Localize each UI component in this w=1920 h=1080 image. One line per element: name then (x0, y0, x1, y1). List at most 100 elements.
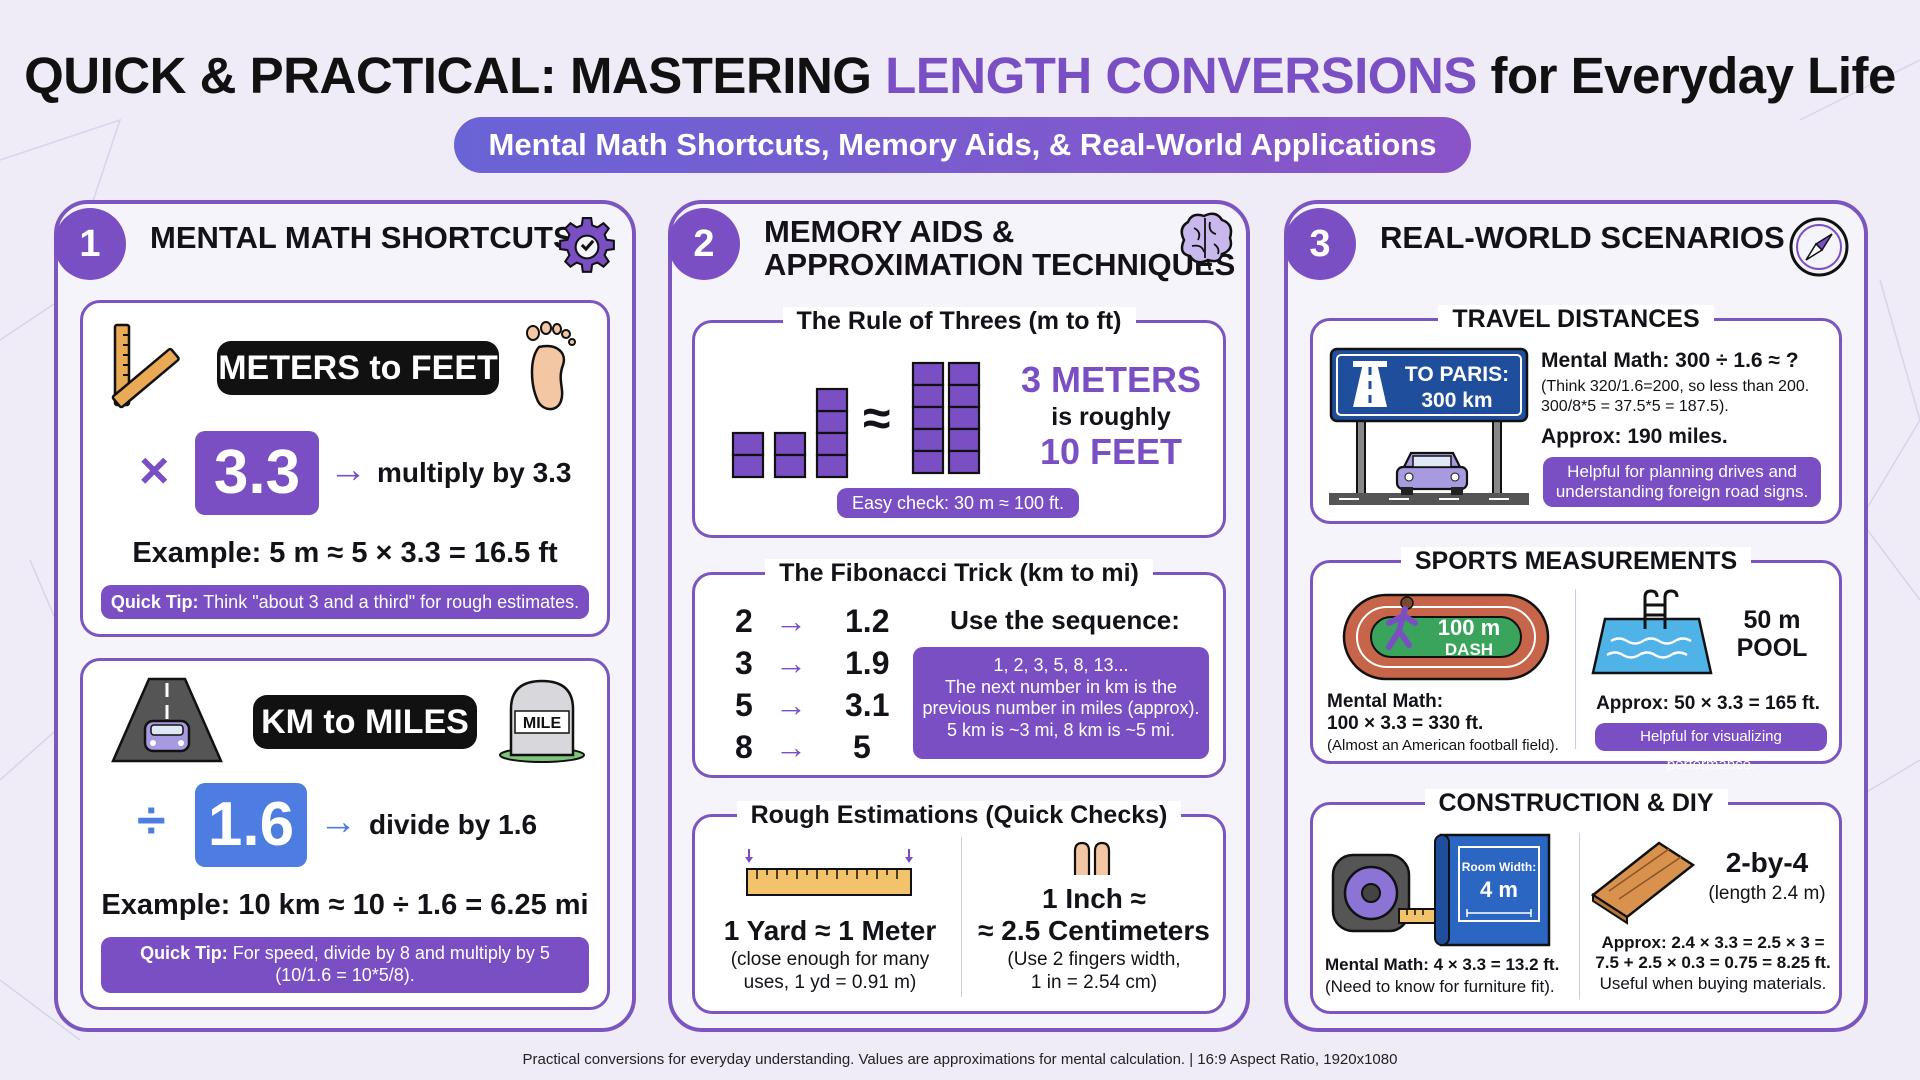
track-line-1: 100 m (1438, 615, 1500, 640)
travel-math-sub: (Think 320/1.6=200, so less than 200.300… (1541, 378, 1810, 415)
travel-math-title: Mental Math: 300 ÷ 1.6 ≈ ? (1541, 349, 1799, 372)
section-title: MEMORY AIDS &APPROXIMATION TECHNIQUES (764, 214, 1236, 282)
example-text: Example: 5 m ≈ 5 × 3.3 = 16.5 ft (132, 537, 558, 569)
card-heading: The Rule of Threes (m to ft) (782, 307, 1136, 335)
inch-title: 1 Inch ≈≈ 2.5 Centimeters (978, 883, 1210, 947)
fib-row: 3→1.9 (735, 645, 890, 681)
pool-help: Helpful for visualizing performance. (1595, 723, 1827, 773)
travel-approx: Approx: 190 miles. (1541, 425, 1728, 448)
cubes-10-icon (911, 361, 981, 475)
quick-tip: Quick Tip: For speed, divide by 8 and mu… (101, 937, 589, 993)
construction-math: Mental Math: 4 × 3.3 = 13.2 ft. (1325, 955, 1560, 974)
divide-operator: ÷ (137, 792, 166, 850)
section-number: 3 (1284, 208, 1356, 280)
two-fingers-icon (1073, 841, 1111, 875)
card-construction: CONSTRUCTION & DIY Room Width: 4 m Menta… (1310, 789, 1842, 1014)
conversion-label: METERS to FEET (217, 341, 499, 395)
milestone-icon: MILE (499, 679, 585, 763)
card-sports: SPORTS MEASUREMENTS 100 m DASH Mental Ma… (1310, 547, 1842, 773)
mile-sign-text: MILE (523, 715, 562, 732)
highway-sign-icon: TO PARIS: 300 km (1329, 347, 1529, 505)
section-number: 1 (54, 208, 126, 280)
big-statement-1: 3 METERS (1020, 359, 1202, 400)
yard-title: 1 Yard ≈ 1 Meter (723, 915, 937, 946)
brain-icon (1180, 212, 1233, 271)
lumber-sub: (length 2.4 m) (1708, 883, 1826, 904)
use-sequence-label: Use the sequence: (950, 605, 1180, 635)
easy-check: Easy check: 30 m ≈ 100 ft. (837, 488, 1079, 518)
foot-icon (526, 321, 576, 411)
section-title: REAL-WORLD SCENARIOS (1380, 220, 1785, 255)
panel-mental-math: 1 MENTAL MATH SHORTCUTS METERS to FEET ×… (54, 200, 636, 1032)
card-rule-of-threes: The Rule of Threes (m to ft) ≈ 3 METERS … (692, 307, 1226, 538)
card-km-to-miles: KM to MILES MILE ÷ 1.6 → divide by 1.6 E… (80, 658, 610, 1010)
fib-table: 2→1.2 3→1.9 5→3.1 8→5 (735, 603, 895, 771)
card-meters-to-feet: METERS to FEET × 3.3 → multiply by 3.3 E… (80, 300, 610, 637)
tape-measure-icon (1331, 853, 1436, 933)
cubes-3-icon (731, 387, 849, 479)
card-heading: Rough Estimations (Quick Checks) (736, 801, 1182, 829)
card-heading: TRAVEL DISTANCES (1438, 305, 1714, 333)
card-travel-distances: TRAVEL DISTANCES TO PARIS: 300 km Mental… (1310, 305, 1842, 524)
divider (1575, 589, 1576, 749)
blueprint-icon: Room Width: 4 m (1434, 833, 1551, 947)
compass-icon (1789, 217, 1849, 277)
instruction-text: divide by 1.6 (369, 809, 538, 840)
arrow: → (319, 801, 357, 843)
panel-memory-aids: 2 MEMORY AIDS &APPROXIMATION TECHNIQUES … (668, 200, 1250, 1032)
lumber-approx: Approx: 2.4 × 3.3 = 2.5 × 3 = 7.5 + 2.5 … (1595, 933, 1831, 993)
big-statement-2: 10 FEET (1039, 431, 1183, 472)
construction-math-sub: (Need to know for furniture fit). (1325, 977, 1555, 996)
card-fibonacci: The Fibonacci Trick (km to mi) 2→1.2 3→1… (692, 559, 1226, 778)
sequence-box: 1, 2, 3, 5, 8, 13... The next number in … (913, 647, 1209, 759)
approx-sign: ≈ (863, 390, 891, 446)
card-heading: CONSTRUCTION & DIY (1424, 789, 1728, 817)
instruction-text: multiply by 3.3 (377, 457, 572, 488)
conversion-label: KM to MILES (253, 695, 477, 749)
sports-math-sub: (Almost an American football field). (1327, 737, 1559, 754)
blueprint-line-1: Room Width: (1462, 860, 1537, 874)
tape-ruler-icon (745, 849, 913, 896)
pool-icon (1591, 589, 1713, 675)
subtitle-banner: Mental Math Shortcuts, Memory Aids, & Re… (454, 117, 1471, 173)
divider (1579, 833, 1580, 999)
factor-badge: 1.6 (195, 783, 307, 867)
sign-line-1: TO PARIS: (1405, 363, 1509, 386)
blueprint-line-2: 4 m (1480, 877, 1518, 902)
lumber-title: 2-by-4 (1725, 847, 1809, 878)
ruler-icon (111, 323, 180, 409)
inch-sub: (Use 2 fingers width,1 in = 2.54 cm) (1007, 949, 1181, 993)
card-rough-estimations: Rough Estimations (Quick Checks) 1 Yard … (692, 801, 1226, 1014)
sports-math-title: Mental Math: (1327, 691, 1444, 712)
fib-row: 5→3.1 (735, 687, 890, 723)
running-track-icon: 100 m DASH (1342, 593, 1550, 681)
footer-note: Practical conversions for everyday under… (522, 1051, 1398, 1068)
track-line-2: DASH (1445, 640, 1493, 659)
pool-approx: Approx: 50 × 3.3 = 165 ft. (1596, 693, 1820, 714)
page-title: QUICK & PRACTICAL: MASTERING LENGTH CONV… (24, 47, 1896, 104)
multiply-operator: × (139, 442, 170, 500)
lumber-icon (1590, 841, 1696, 925)
statement-middle: is roughly (1051, 403, 1171, 431)
title-accent: LENGTH CONVERSIONS (885, 47, 1477, 104)
arrow: → (329, 449, 367, 491)
quick-tip: Quick Tip: Think "about 3 and a third" f… (101, 585, 589, 619)
divider (961, 837, 962, 997)
section-title: MENTAL MATH SHORTCUTS (150, 220, 574, 255)
fib-row: 8→5 (735, 729, 871, 765)
road-car-icon (111, 677, 223, 763)
gear-icon (559, 217, 615, 273)
card-heading: The Fibonacci Trick (km to mi) (765, 559, 1153, 587)
card-heading: SPORTS MEASUREMENTS (1400, 547, 1752, 575)
sign-line-2: 300 km (1421, 389, 1492, 412)
panel-real-world: 3 REAL-WORLD SCENARIOS TRAVEL DISTANCES … (1284, 200, 1868, 1032)
car-icon (1395, 451, 1469, 495)
section-number: 2 (668, 208, 740, 280)
example-text: Example: 10 km ≈ 10 ÷ 1.6 = 6.25 mi (101, 889, 589, 921)
sports-math-line: 100 × 3.3 = 330 ft. (1327, 713, 1484, 734)
factor-badge: 3.3 (195, 431, 319, 515)
fib-row: 2→1.2 (735, 603, 890, 639)
